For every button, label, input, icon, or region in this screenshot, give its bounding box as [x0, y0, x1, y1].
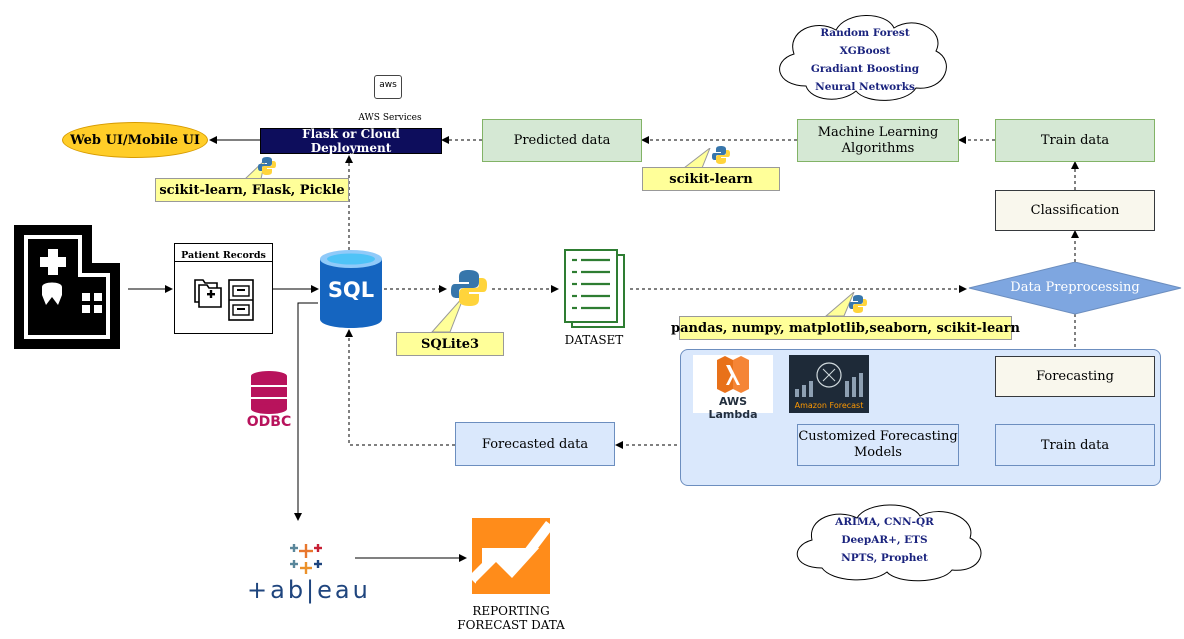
python-icon [712, 146, 730, 164]
python-icon [451, 270, 487, 306]
train-data-bottom-label: Train data [1040, 437, 1110, 453]
classification-node: Classification [995, 190, 1155, 231]
ml-libs-note: scikit-learn [642, 167, 780, 191]
train-data-top-label: Train data [1040, 133, 1110, 148]
dataset-document-icon [564, 249, 625, 328]
forecasted-data-label: Forecasted data [481, 436, 589, 452]
sql-database-icon [320, 250, 382, 328]
patient-records-label: Patient Records [175, 244, 272, 262]
ml-algorithms-label: Machine Learning Algorithms [817, 124, 939, 156]
web-ui-node: Web UI/Mobile UI [62, 122, 208, 158]
custom-models-label: Customized Forecasting Models [798, 429, 958, 460]
flask-libs-label: scikit-learn, Flask, Pickle [159, 182, 345, 198]
forecast-algorithms-list: ARIMA, CNN-QR DeepAR+, ETS NPTS, Prophet [807, 513, 962, 567]
forecast-algo-item: DeepAR+, ETS [841, 534, 928, 546]
sql-label: SQL [327, 278, 375, 302]
ml-algorithms-node: Machine Learning Algorithms [797, 119, 959, 162]
python-icon [849, 295, 867, 313]
odbc-label: ODBC [246, 414, 292, 430]
ml-algo-item: Gradiant Boosting [810, 63, 920, 75]
dataset-label: DATASET [564, 333, 624, 347]
ml-algo-item: XGBoost [839, 45, 891, 57]
sqlite-label: SQLite3 [420, 336, 480, 352]
forecast-algorithms-cloud [796, 504, 982, 582]
records-folder-cabinet-icon [194, 279, 254, 321]
ml-algo-item: Neural Networks [815, 81, 915, 93]
ml-algorithms-cloud [779, 15, 947, 101]
reporting-label: REPORTING FORECAST DATA [457, 604, 565, 632]
flask-deployment-node: Flask or Cloud Deployment [260, 127, 442, 155]
lambda-icon [717, 356, 749, 393]
ml-algorithms-list: Random Forest XGBoost Gradiant Boosting … [790, 24, 940, 96]
forecasting-node: Forecasting [995, 356, 1155, 397]
odbc-database-icon [251, 371, 287, 414]
aws-lambda-label: AWS Lambda [708, 395, 758, 421]
classification-label: Classification [1030, 203, 1120, 218]
arrow-sql-to-tableau [294, 302, 318, 521]
tableau-logo-icon [290, 544, 322, 574]
ml-algo-item: Random Forest [820, 27, 910, 39]
train-data-top-node: Train data [995, 119, 1155, 162]
reporting-chart-icon [468, 518, 554, 594]
tableau-wordmark: +ab|eau [247, 576, 371, 604]
amazon-forecast-label: Amazon Forecast [794, 401, 864, 410]
forecasting-label: Forecasting [1036, 369, 1114, 384]
predicted-data-node: Predicted data [482, 119, 642, 162]
amazon-forecast-logo: Amazon Forecast [789, 355, 869, 413]
forecast-brain-icon [795, 362, 863, 397]
hospital-icon [14, 225, 120, 349]
forecast-algo-item: NPTS, Prophet [841, 552, 928, 564]
sqlite-note: SQLite3 [396, 332, 504, 356]
ml-libs-label: scikit-learn [669, 171, 753, 187]
aws-icon: aws [374, 75, 402, 99]
train-data-bottom-node: Train data [995, 424, 1155, 466]
aws-services-label: AWS Services [358, 113, 422, 123]
prep-libs-note: pandas, numpy, matplotlib,seaborn, sciki… [671, 316, 1020, 340]
data-preprocessing-label: Data Preprocessing [1010, 280, 1140, 295]
python-icon [258, 157, 276, 175]
aws-icon-label: aws [379, 80, 397, 90]
forecast-algo-item: ARIMA, CNN-QR [835, 516, 934, 528]
custom-models-node: Customized Forecasting Models [797, 424, 959, 466]
web-ui-label: Web UI/Mobile UI [70, 132, 200, 148]
flask-deployment-label: Flask or Cloud Deployment [302, 127, 400, 155]
patient-records-node: Patient Records [174, 243, 273, 334]
aws-lambda-logo: AWS Lambda [693, 355, 773, 421]
arrow-forecasted-to-sql [345, 329, 455, 446]
prep-libs-label: pandas, numpy, matplotlib,seaborn, sciki… [671, 320, 1020, 336]
data-preprocessing-node [968, 262, 1182, 315]
flask-libs-note: scikit-learn, Flask, Pickle [155, 178, 349, 202]
forecasted-data-node: Forecasted data [455, 422, 615, 466]
predicted-data-label: Predicted data [513, 133, 611, 148]
